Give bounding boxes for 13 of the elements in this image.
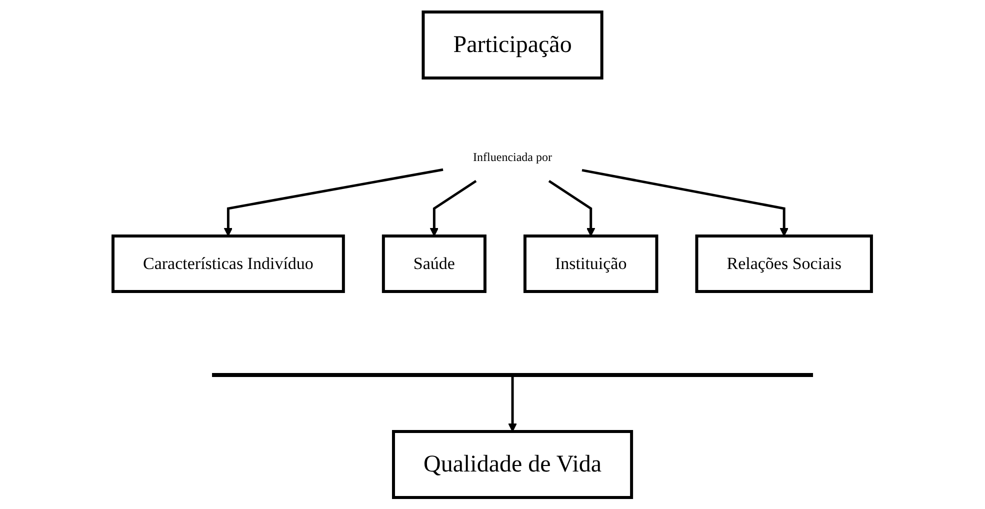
node-text: Influenciada por bbox=[473, 150, 552, 164]
node-box: Relações Sociais bbox=[696, 234, 874, 293]
arrow bbox=[548, 180, 596, 236]
arrow bbox=[430, 180, 477, 236]
node-box: Saúde bbox=[382, 234, 487, 293]
arrow bbox=[582, 168, 789, 236]
node-box: Participação bbox=[422, 10, 604, 80]
node-box: Características Indivíduo bbox=[112, 234, 346, 293]
arrow bbox=[224, 168, 444, 236]
node-bar bbox=[212, 372, 814, 377]
node-box: Qualidade de Vida bbox=[392, 430, 634, 499]
arrow bbox=[508, 376, 518, 432]
node-box: Instituição bbox=[524, 234, 658, 293]
